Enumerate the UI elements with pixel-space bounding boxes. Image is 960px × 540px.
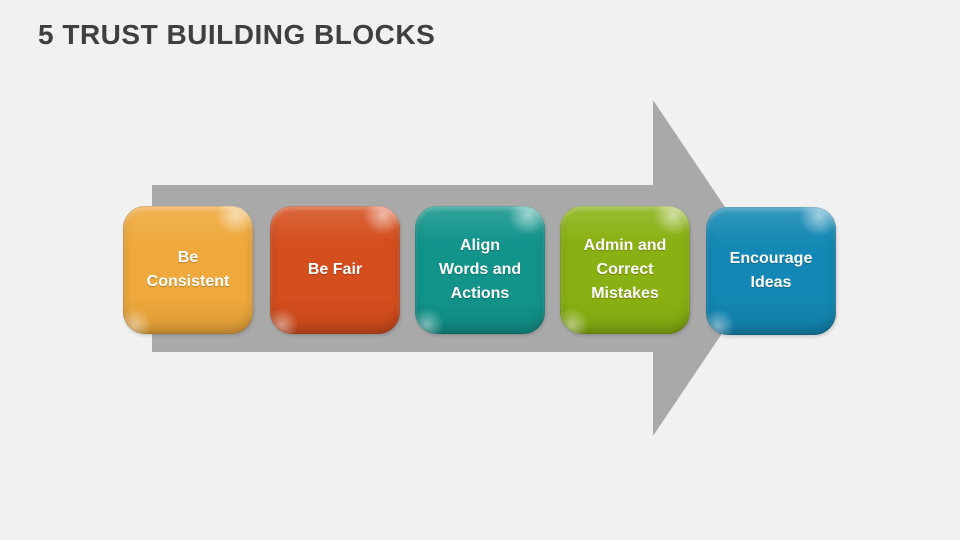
slide-title: 5 TRUST BUILDING BLOCKS	[38, 19, 436, 50]
trust-block-label: Encourage Ideas	[729, 250, 813, 291]
trust-block-label: Align Words and Actions	[438, 237, 522, 302]
trust-block-be-fair: Be Fair	[270, 206, 400, 334]
trust-block-align-words-and-actions: Align Words and Actions	[415, 206, 545, 334]
trust-block-encourage-ideas: Encourage Ideas	[706, 207, 836, 335]
trust-block-label: Admin and Correct Mistakes	[583, 237, 667, 302]
trust-block-label: Be Fair	[307, 261, 363, 278]
trust-block-be-consistent: Be Consistent	[123, 206, 253, 334]
trust-block-admin-and-correct-mistakes: Admin and Correct Mistakes	[560, 206, 690, 334]
trust-block-label: Be Consistent	[146, 249, 230, 290]
